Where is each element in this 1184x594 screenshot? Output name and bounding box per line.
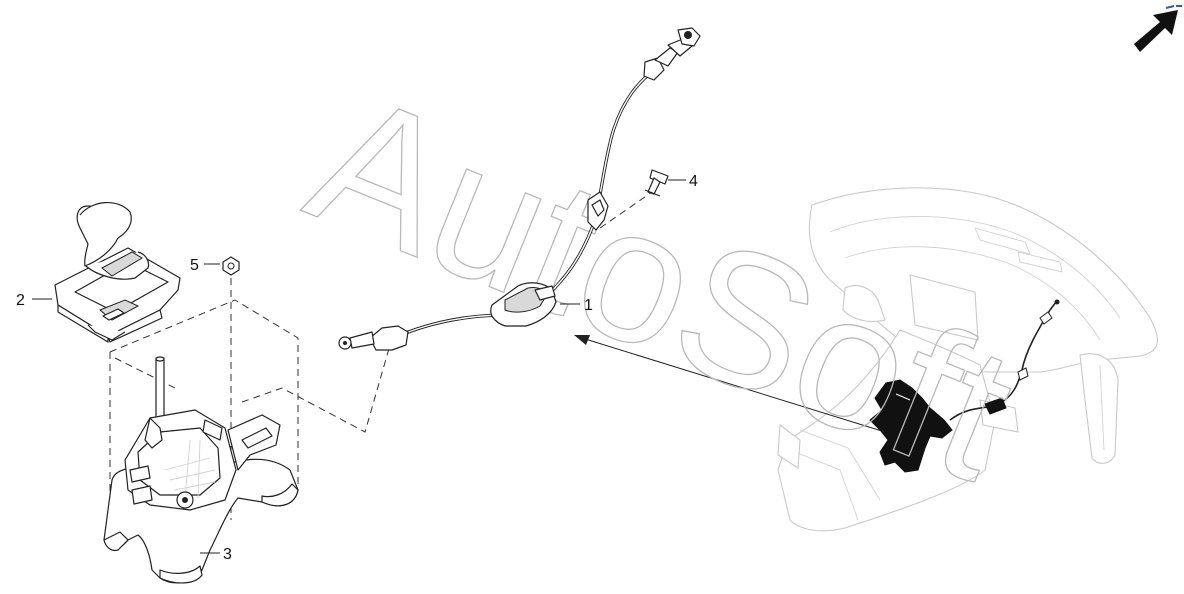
callout-5: 5 xyxy=(190,257,220,274)
callout-label-5: 5 xyxy=(190,257,199,274)
assembly-guide-lines xyxy=(109,189,656,520)
location-arrow xyxy=(574,335,886,433)
shifter-assembly-part-3 xyxy=(103,356,299,584)
front-direction-arrow-icon xyxy=(1134,5,1182,52)
callout-label-4: 4 xyxy=(689,173,698,190)
shift-knob-bezel-part-2 xyxy=(54,202,181,343)
shift-cable-part-1 xyxy=(338,27,701,351)
vehicle-cable-ghost xyxy=(949,299,1060,421)
callout-label-2: 2 xyxy=(16,292,25,309)
callout-3: 3 xyxy=(200,546,232,563)
nut-part-5 xyxy=(222,256,240,276)
callout-4: 4 xyxy=(668,173,698,190)
callout-label-3: 3 xyxy=(223,546,232,563)
bolt-part-4 xyxy=(644,169,669,197)
callout-label-1: 1 xyxy=(584,297,593,314)
vehicle-dashboard-ghost xyxy=(777,187,1158,532)
shifter-location-highlight-icon xyxy=(869,379,953,473)
callout-2: 2 xyxy=(16,292,52,309)
watermark-autosoft: AutoSoft xyxy=(285,51,1040,521)
callout-1: 1 xyxy=(560,297,593,314)
